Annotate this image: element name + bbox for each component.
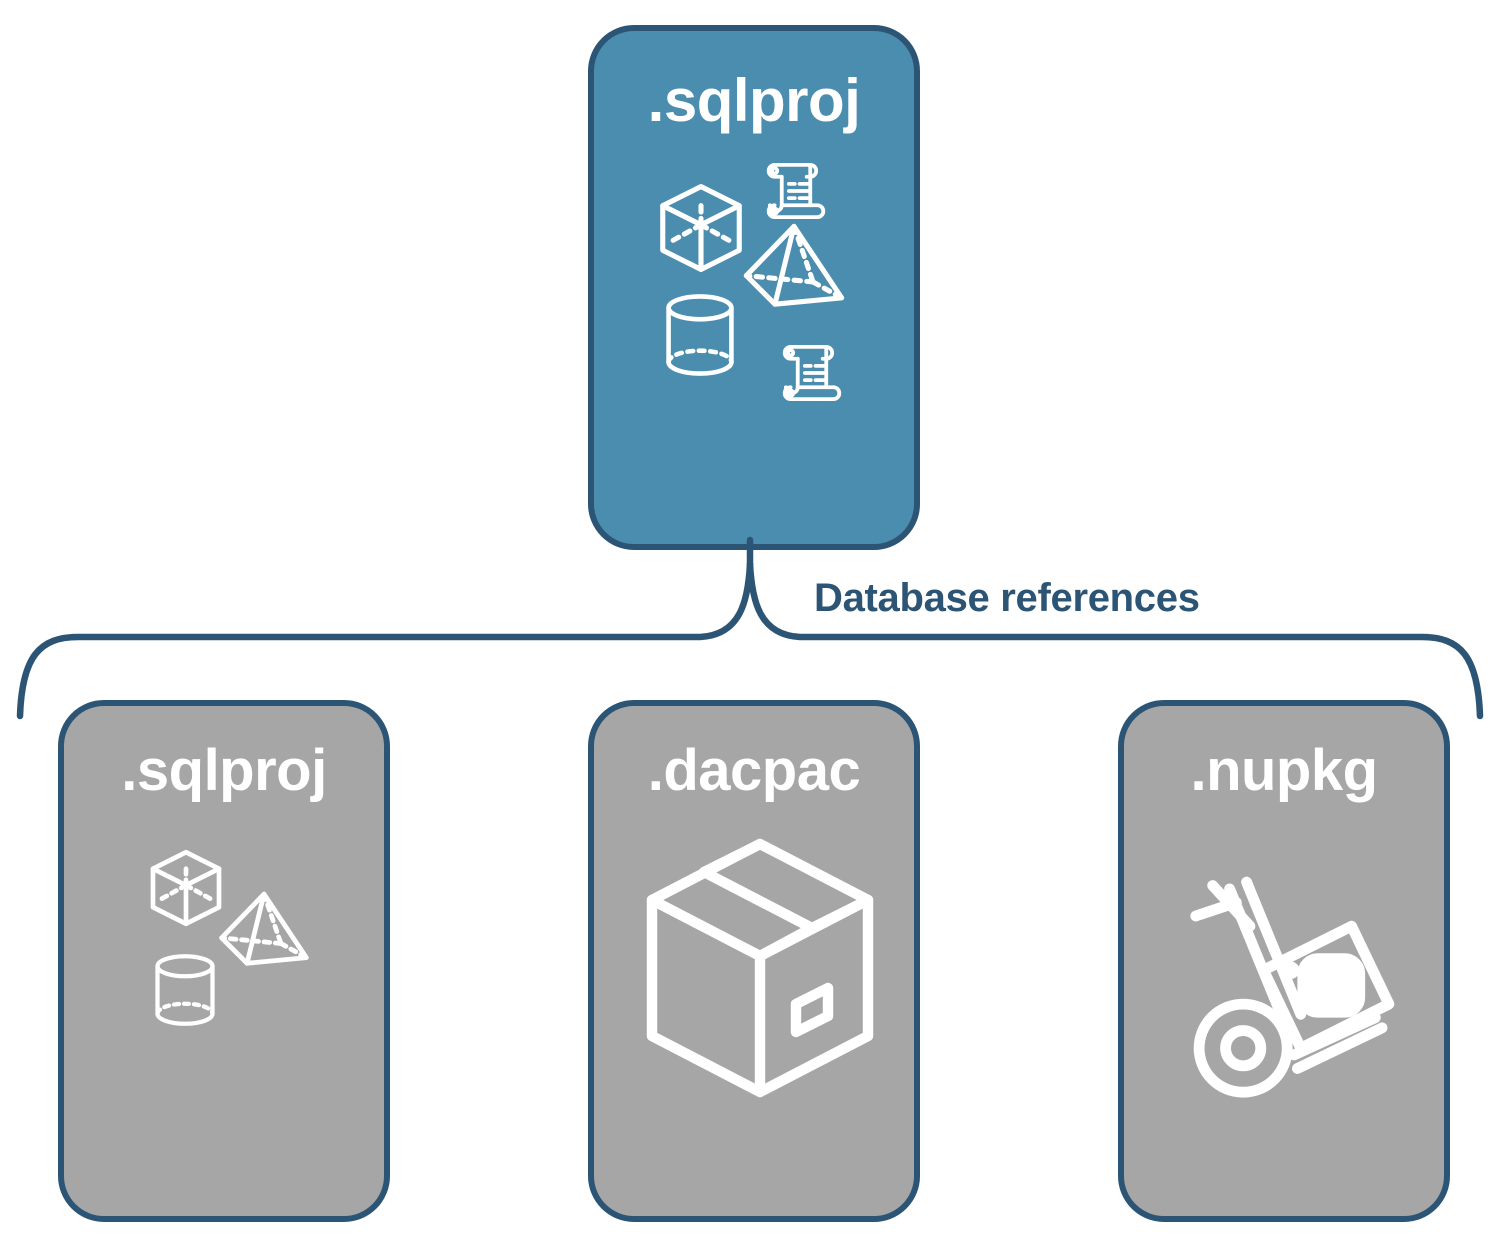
node-nupkg-icon-group bbox=[1124, 800, 1444, 1216]
node-reference-sqlproj[interactable]: .sqlproj bbox=[58, 700, 390, 1222]
pyramid-icon bbox=[219, 891, 309, 966]
pyramid-icon bbox=[743, 223, 845, 307]
node-dacpac-icon-group bbox=[594, 800, 914, 1216]
node-nupkg-title: .nupkg bbox=[1190, 738, 1378, 803]
cube-icon bbox=[660, 184, 742, 272]
node-sqlproj-title: .sqlproj bbox=[121, 738, 327, 803]
scroll-icon bbox=[766, 162, 826, 220]
cylinder-icon bbox=[666, 294, 734, 376]
package-box-icon bbox=[646, 838, 874, 1098]
hand-truck-icon bbox=[1190, 876, 1395, 1098]
brace-label: Database references bbox=[814, 576, 1200, 620]
database-references-brace bbox=[16, 536, 1484, 720]
node-reference-nupkg[interactable]: .nupkg bbox=[1118, 700, 1450, 1222]
node-sqlproj-icon-group bbox=[64, 800, 384, 1216]
cylinder-icon bbox=[155, 954, 215, 1026]
node-reference-dacpac[interactable]: .dacpac bbox=[588, 700, 920, 1222]
node-dacpac-title: .dacpac bbox=[647, 738, 861, 803]
node-root-sqlproj[interactable]: .sqlproj bbox=[588, 25, 920, 550]
scroll-icon bbox=[782, 344, 842, 402]
cube-icon bbox=[150, 849, 222, 927]
node-root-title: .sqlproj bbox=[647, 67, 861, 134]
node-root-icon-group bbox=[594, 131, 914, 544]
